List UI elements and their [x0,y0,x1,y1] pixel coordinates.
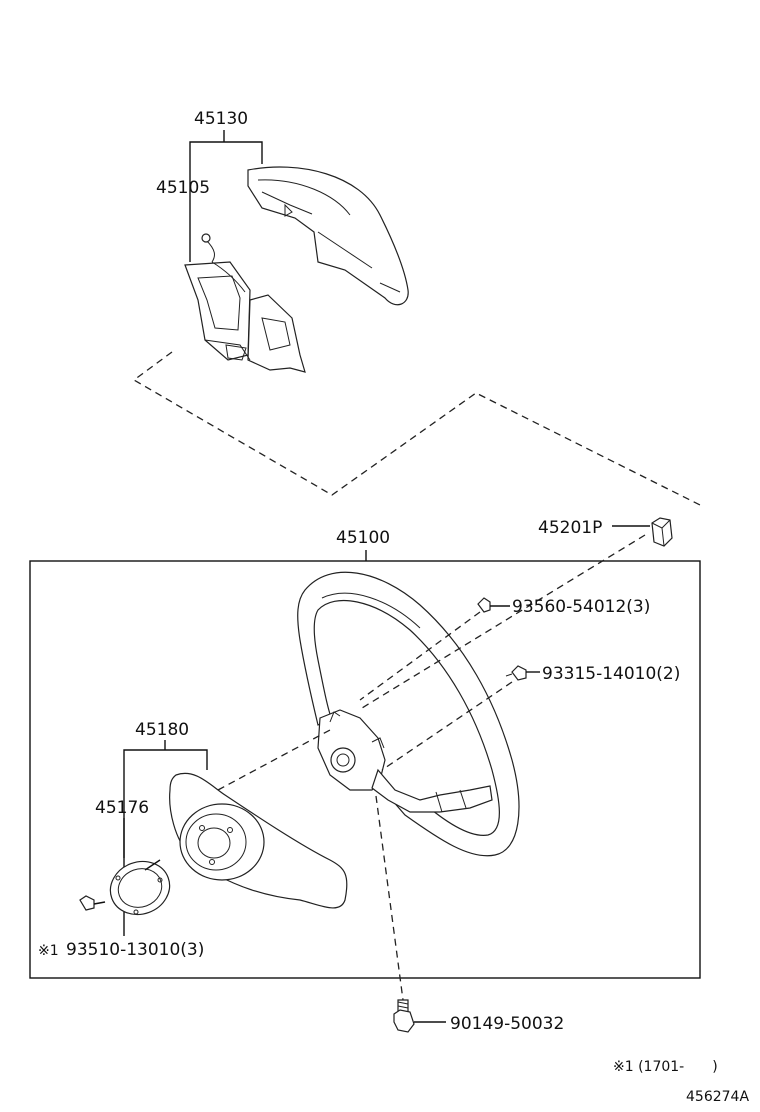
label-93560: 93560-54012(3) [512,597,650,617]
label-45180: 45180 [135,720,189,740]
figure-id: 456274A [686,1089,749,1105]
callout-45180 [123,740,208,868]
guide-nut-to-hub [361,534,646,709]
guide-bolt-90149 [375,795,404,1001]
callout-45130 [189,130,263,262]
guide-screw-93560 [359,611,481,701]
label-45130: 45130 [194,109,248,129]
footnote: ※1 (1701- ) [613,1059,718,1075]
horn-pad-cover-drawing [247,166,409,306]
screw-93560-drawing [477,597,510,613]
label-45176: 45176 [95,798,149,818]
nut-45201P-drawing [612,517,673,547]
steering-wheel-assy-frame [29,560,701,979]
label-90149: 90149-50032 [450,1014,564,1034]
lower-cover-drawing [169,772,348,909]
assembly-guide-upper [132,351,701,506]
label-45100: 45100 [336,528,390,548]
label-45105: 45105 [156,178,210,198]
horn-pad-bracket-drawing [184,233,306,373]
screw-93510-drawing [79,895,125,936]
screw-93315-drawing [505,665,540,681]
label-93510: 93510-13010(3) [66,940,204,960]
cover-plate-drawing [109,818,171,916]
bolt-90149-drawing [393,999,446,1033]
guide-screw-93315 [381,681,513,771]
label-93510-mark: ※1 [38,943,59,959]
steering-wheel-drawing [297,571,520,857]
label-93315: 93315-14010(2) [542,664,680,684]
label-45201P: 45201P [538,518,602,538]
guide-cover-to-hub [217,729,331,791]
